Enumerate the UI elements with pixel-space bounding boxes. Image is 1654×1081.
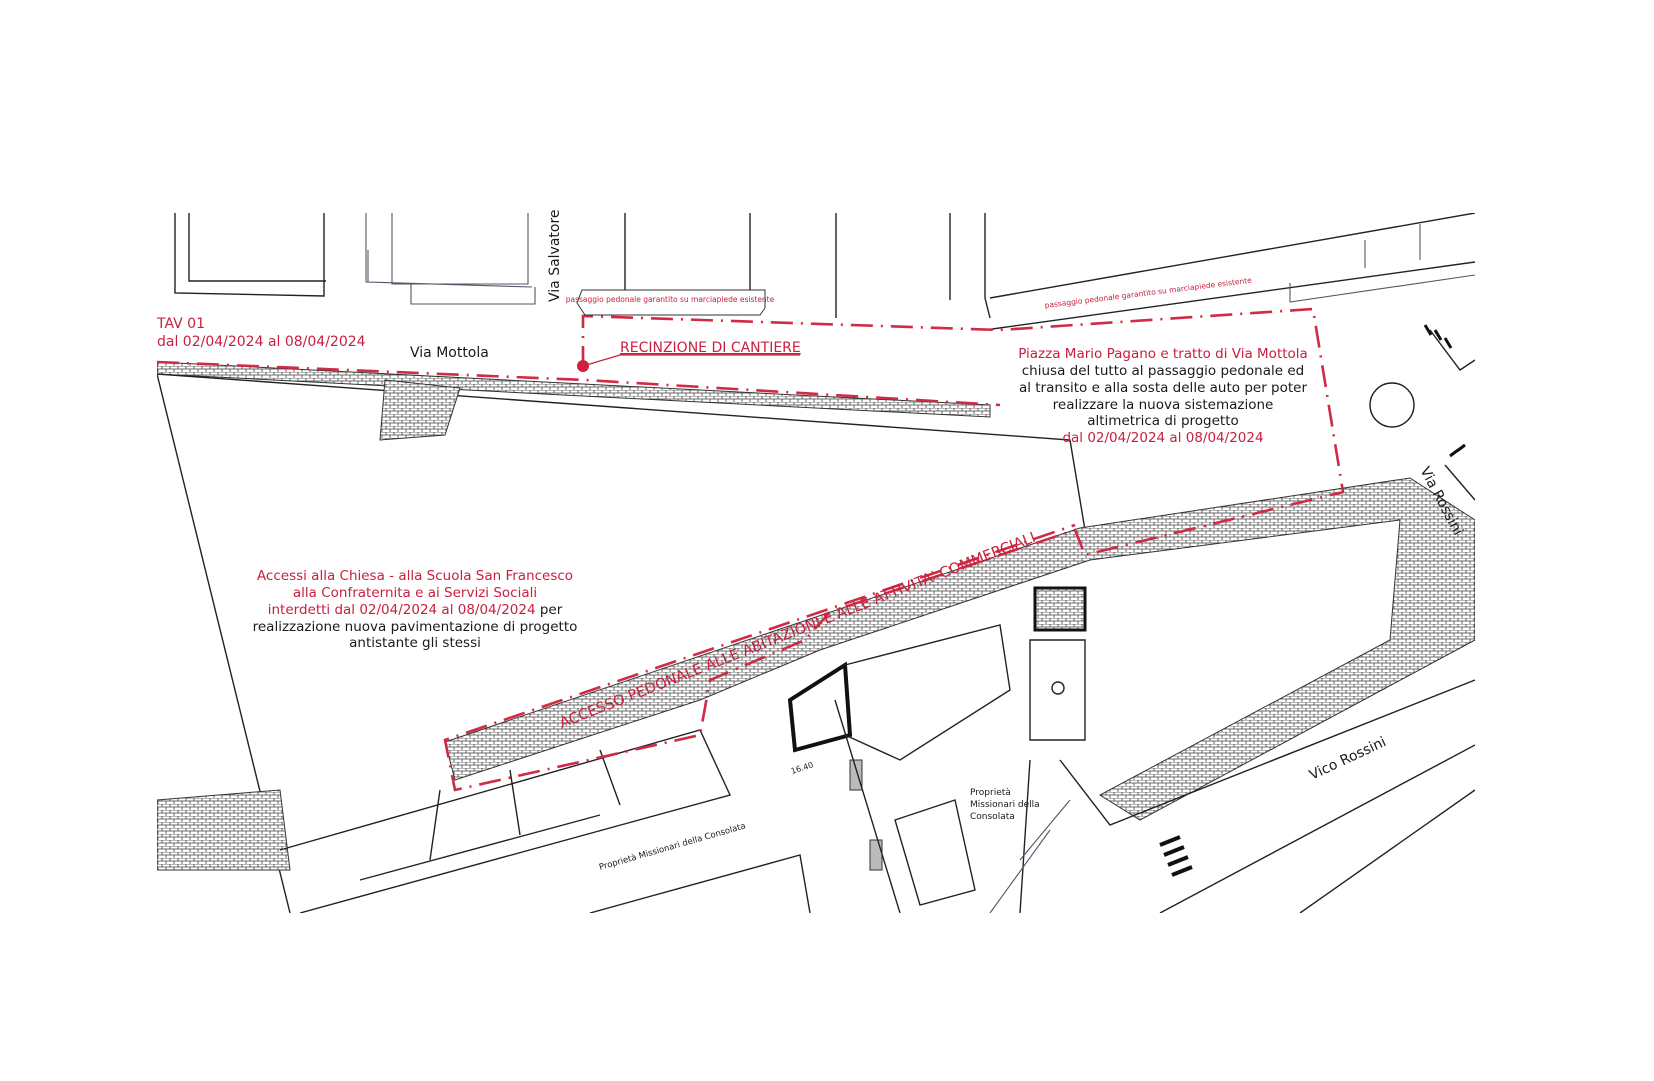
- piazza-note-date: dal 02/04/2024 al 08/04/2024: [1062, 430, 1263, 446]
- church-note-line: antistante gli stessi: [349, 635, 481, 651]
- property-label-left: Proprietà Missionari della Consolata: [598, 821, 747, 873]
- church-note-date: interdetti dal 02/04/2024 al 08/04/2024: [268, 602, 536, 618]
- paving-accesso: [444, 477, 1475, 821]
- map-linework: [157, 213, 1475, 913]
- dimension-label: 16.40: [790, 760, 815, 776]
- paving-via-mottola: [157, 361, 991, 418]
- piazza-note-line: al transito e alla sosta delle auto per …: [1019, 380, 1308, 396]
- piazza-note-line: Piazza Mario Pagano e tratto di Via Mott…: [1018, 346, 1308, 362]
- stairs: [379, 379, 461, 441]
- passage-callout-left: [576, 289, 766, 316]
- church-note-line: interdetti dal 02/04/2024 al 08/04/2024 …: [268, 602, 563, 618]
- property-label-right: Proprietà Missionari della Consolata: [970, 788, 1040, 822]
- pedestrian-access-label: ACCESSO PEDONALE ALLE ABITAZIONI E ALLE …: [558, 530, 1038, 732]
- fence-leader-line: [582, 354, 800, 367]
- passage-note-left: passaggio pedonale garantito su marciapi…: [566, 295, 775, 304]
- fence-label: RECINZIONE DI CANTIERE: [620, 340, 801, 356]
- church-note-line: realizzazione nuova pavimentazione di pr…: [253, 619, 578, 635]
- piazza-closure-note: Piazza Mario Pagano e tratto di Via Mott…: [1018, 346, 1308, 446]
- paving-left: [157, 789, 291, 871]
- piazza-note-line: chiusa del tutto al passaggio pedonale e…: [1022, 363, 1304, 379]
- street-via-salvatore: Via Salvatore: [547, 209, 563, 302]
- church-note-line: alla Confraternita e ai Servizi Sociali: [293, 585, 537, 601]
- church-access-note: Accessi alla Chiesa - alla Scuola San Fr…: [253, 568, 578, 651]
- property-label-line: Proprietà: [970, 788, 1011, 798]
- church-note-line: Accessi alla Chiesa - alla Scuola San Fr…: [257, 568, 573, 584]
- piazza-note-line: altimetrica di progetto: [1087, 413, 1239, 429]
- sheet-period: dal 02/04/2024 al 08/04/2024: [157, 334, 366, 350]
- street-via-mottola: Via Mottola: [410, 345, 489, 361]
- church-note-per: per: [536, 602, 563, 618]
- roundabout: [1369, 382, 1415, 428]
- property-label-line: Missionari della: [970, 800, 1040, 810]
- property-label-line: Consolata: [970, 812, 1015, 822]
- sheet-title: TAV 01: [156, 316, 205, 332]
- piazza-note-line: realizzare la nuova sistemazione: [1053, 397, 1274, 413]
- passage-note-right: passaggio pedonale garantito su marciapi…: [1044, 276, 1252, 310]
- construction-fence-line: [443, 307, 1345, 792]
